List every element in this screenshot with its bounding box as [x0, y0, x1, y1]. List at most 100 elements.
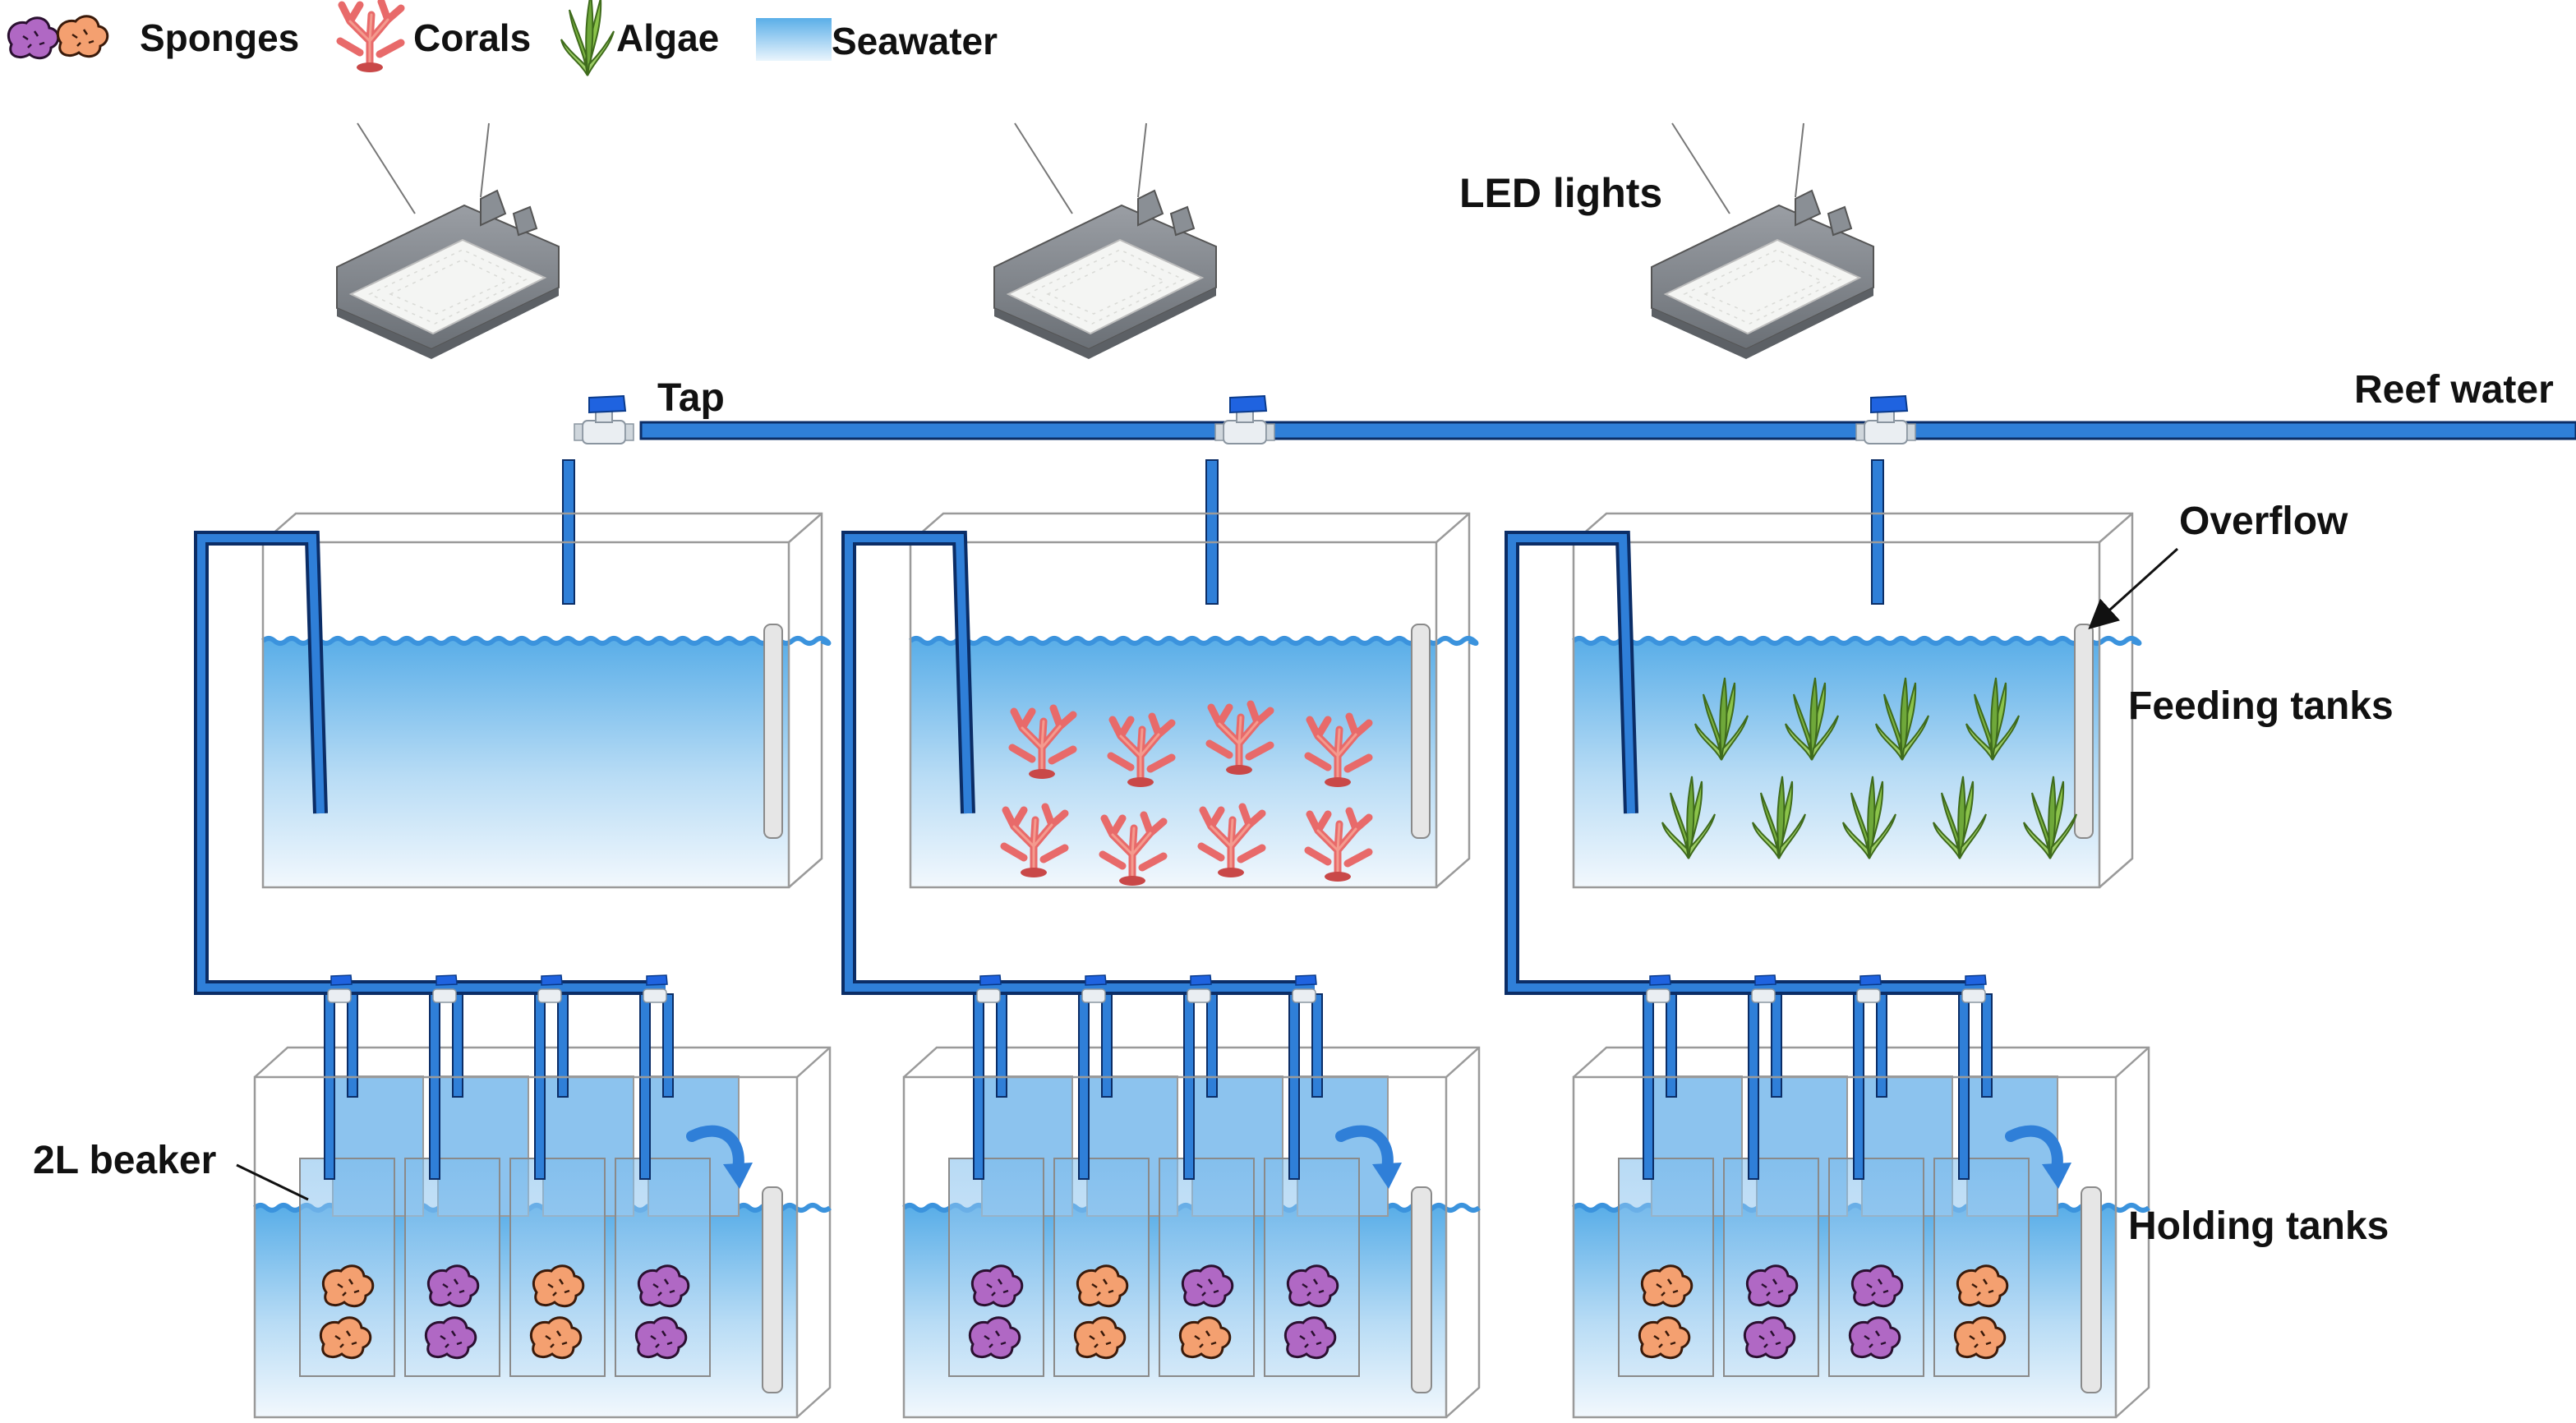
water-surface [261, 636, 832, 646]
legend-coral-icon [340, 2, 401, 72]
legend: Sponges Corals Algae Seawater [7, 0, 998, 76]
valve-icon [1187, 974, 1212, 1003]
water-surface [909, 636, 1479, 646]
feed-pipe [452, 993, 463, 1098]
beaker [1618, 1158, 1714, 1377]
overflow-pipe [2081, 1186, 2102, 1393]
beaker [1264, 1158, 1360, 1377]
feeding-tank-glass [261, 541, 790, 889]
feed-pipe [534, 993, 546, 1180]
siphon-pipe [1508, 534, 1984, 992]
feed-pipe [1748, 993, 1759, 1180]
legend-seawater-label: Seawater [832, 20, 998, 62]
tap-3-icon [1855, 395, 1916, 444]
reef-water-label: Reef water [2354, 368, 2554, 412]
feed-pipe [1853, 993, 1864, 1180]
beaker [615, 1158, 711, 1377]
beaker-pointer-line [236, 1163, 309, 1201]
holding-tank-3 [1572, 974, 2150, 1419]
beaker [509, 1158, 606, 1377]
led-light-3-icon [1651, 122, 1874, 360]
beaker [1828, 1158, 1924, 1377]
valve-icon [1646, 974, 1671, 1003]
siphon-pipe [845, 534, 1315, 992]
feed-pipe [996, 993, 1007, 1098]
annotations: Overflow Feeding tanks 2L beaker Holding… [33, 500, 2394, 1248]
valve-icon [1751, 974, 1776, 1003]
valve-icon [976, 974, 1002, 1003]
led-lights-label: LED lights [1459, 170, 1662, 216]
legend-sponge-orange-icon [56, 15, 109, 58]
legend-sponge-purple-icon [7, 16, 60, 60]
beaker [1159, 1158, 1255, 1377]
feed-pipe [1981, 993, 1993, 1098]
feed-pipe [639, 993, 651, 1180]
legend-algae-icon [560, 0, 615, 76]
beaker [1053, 1158, 1150, 1377]
feed-pipe [557, 993, 569, 1098]
overflow-label: Overflow [2179, 500, 2348, 543]
feeding-tank-3 [1505, 512, 2142, 995]
feed-pipe [1078, 993, 1090, 1180]
feed-pipe [1288, 993, 1300, 1180]
feed-pipe [1666, 993, 1677, 1098]
holding-tank-glass [253, 1075, 799, 1419]
feed-pipe [1876, 993, 1887, 1098]
holding-tank-2 [902, 974, 1481, 1419]
overflow-pipe [1411, 624, 1431, 839]
overflow-pipe [762, 1186, 783, 1393]
feed-pipe [1311, 993, 1323, 1098]
led-lights: LED lights [336, 122, 1874, 360]
holding-tank-1 [253, 974, 832, 1419]
feeding-tank-glass [1572, 541, 2101, 889]
feeding-tank-water [910, 641, 1436, 887]
feed-pipe [1206, 993, 1218, 1098]
overflow-pipe [1411, 1186, 1432, 1393]
holding-tanks [253, 974, 2150, 1419]
valve-icon [1856, 974, 1882, 1003]
tap-1-icon [574, 395, 634, 444]
feed-pipe [662, 993, 674, 1098]
legend-sponges-label: Sponges [140, 16, 299, 59]
feeding-tank-2 [841, 512, 1479, 995]
feeding-tank-1 [194, 512, 832, 995]
valve-icon [327, 974, 353, 1003]
feed-pipe [973, 993, 984, 1180]
holding-tank-glass [1572, 1075, 2117, 1419]
tap-label: Tap [657, 376, 725, 420]
feed-pipe [429, 993, 440, 1180]
feed-pipe [347, 993, 358, 1098]
beaker [404, 1158, 500, 1377]
feeding-tank-glass [909, 541, 1438, 889]
valve-icon [432, 974, 458, 1003]
overflow-pipe [763, 624, 783, 839]
feeding-tank-water [1574, 641, 2099, 887]
feed-pipe [324, 993, 335, 1180]
feeding-tanks-label: Feeding tanks [2128, 684, 2394, 728]
valve-icon [1961, 974, 1987, 1003]
led-light-2-icon [993, 122, 1217, 360]
beaker [299, 1158, 395, 1377]
water-surface [1572, 636, 2142, 646]
beaker-label: 2L beaker [33, 1139, 216, 1182]
valve-icon [1292, 974, 1317, 1003]
led-light-1-icon [336, 122, 560, 360]
valve-icon [643, 974, 668, 1003]
feed-pipe [1958, 993, 1970, 1180]
overflow-pipe [2074, 624, 2094, 839]
legend-seawater-swatch [756, 18, 832, 61]
feed-pipe [1771, 993, 1782, 1098]
overflow-arrow [2088, 547, 2179, 630]
holding-tank-glass [902, 1075, 1448, 1419]
feeding-tank-water [263, 641, 789, 887]
feeding-tanks [194, 512, 2142, 995]
holding-tanks-label: Holding tanks [2128, 1204, 2389, 1248]
legend-algae-label: Algae [616, 16, 719, 59]
beaker [1933, 1158, 2030, 1377]
valve-icon [1081, 974, 1107, 1003]
valve-icon [537, 974, 563, 1003]
beaker [1723, 1158, 1819, 1377]
legend-corals-label: Corals [413, 16, 531, 59]
feed-pipe [1183, 993, 1195, 1180]
